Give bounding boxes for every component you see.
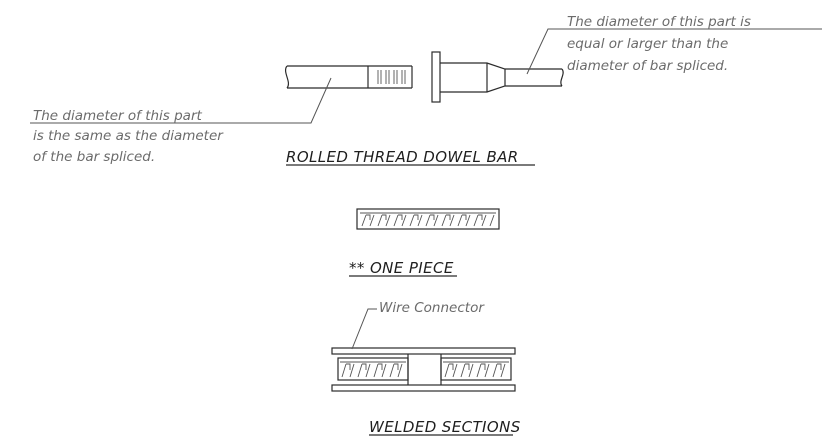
right-note-line-1: The diameter of this part is	[567, 14, 751, 30]
right-note-line-3: diameter of bar spliced.	[567, 58, 728, 74]
left-welded-section	[337, 357, 409, 381]
wire-connector-leader	[351, 308, 377, 350]
left-note-line-2: is the same as the diameter	[33, 128, 224, 144]
one-piece-title: ** ONE PIECE	[349, 259, 454, 277]
left-note-line-1: The diameter of this part	[33, 108, 203, 124]
one-piece-thread-pattern	[360, 212, 496, 227]
wire-connector-label: Wire Connector	[379, 300, 485, 316]
right-bar	[505, 68, 564, 87]
left-note-leader	[30, 77, 332, 124]
right-note-leader	[526, 28, 822, 75]
left-bar	[284, 65, 413, 89]
wire-connector-top	[331, 347, 516, 355]
rolled-thread-title: ROLLED THREAD DOWEL BAR	[286, 148, 519, 166]
welded-sections-detail: Wire Connector WELDED SECTIONS	[331, 300, 521, 436]
threaded-coupler	[431, 51, 506, 103]
wire-connector-bottom	[331, 384, 516, 392]
one-piece-detail: ** ONE PIECE	[349, 208, 500, 277]
right-welded-section	[440, 357, 512, 381]
thread-marks	[377, 70, 406, 84]
welded-sections-title: WELDED SECTIONS	[369, 418, 521, 436]
rolled-thread-dowel-bar-detail: The diameter of this part is equal or la…	[30, 14, 822, 166]
left-note-line-3: of the bar spliced.	[33, 149, 155, 165]
right-note-line-2: equal or larger than the	[567, 36, 728, 52]
